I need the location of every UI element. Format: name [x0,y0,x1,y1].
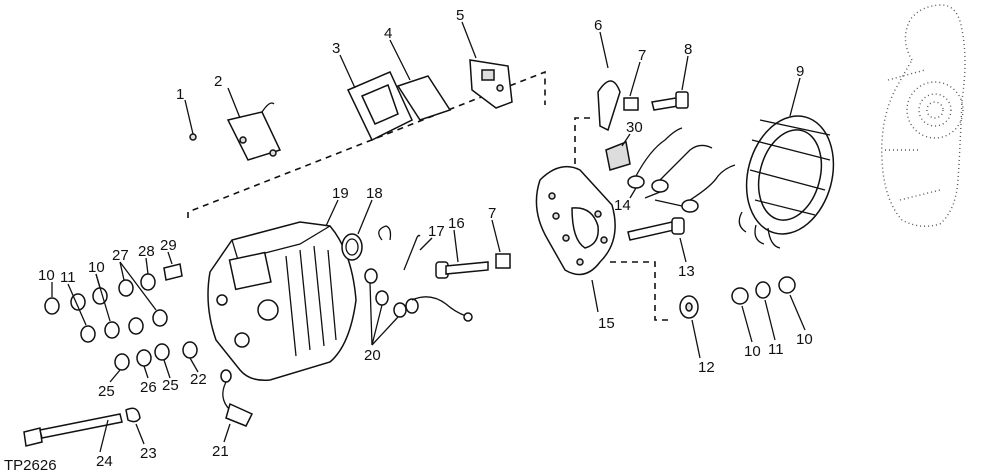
label-25: 25 [98,383,115,400]
part-bolt-8 [651,55,689,111]
label-23: 23 [140,445,157,462]
label-24: 24 [96,453,113,470]
part-bushings-20 [364,268,473,346]
label-26: 26 [140,379,157,396]
part-bracket-4 [389,39,452,121]
part-lead-21 [220,369,254,443]
part-washer-12 [679,295,701,359]
figure-code: TP2626 [4,457,57,474]
part-screw-1 [184,99,197,141]
part-terminal-6 [597,31,621,132]
part-diodes-14 [627,127,736,213]
label-11-right: 11 [768,341,784,358]
label-7: 7 [638,47,646,64]
part-nut-7-lower [491,219,511,269]
label-17: 17 [428,223,445,240]
label-13: 13 [678,263,695,280]
label-3: 3 [332,40,340,57]
label-19: 19 [332,185,349,202]
part-housing-19 [207,199,357,382]
label-6: 6 [594,17,602,34]
label-30: 30 [626,119,643,136]
label-28: 28 [138,243,155,260]
label-10-left-b: 10 [88,259,105,276]
label-4: 4 [384,25,392,42]
label-18: 18 [366,185,383,202]
label-12: 12 [698,359,715,376]
part-regulator-5 [461,21,513,109]
part-cover-2 [226,87,282,161]
part-clip-23 [125,407,145,445]
part-bolt-24 [23,413,123,453]
label-5: 5 [456,7,464,24]
label-2: 2 [214,73,222,90]
part-stator-9 [738,77,835,249]
label-10-right: 10 [744,343,761,360]
label-14: 14 [614,197,631,214]
label-10-right-b: 10 [796,331,813,348]
part-diode-30 [605,133,631,171]
label-9: 9 [796,63,804,80]
label-20: 20 [364,347,381,364]
label-16: 16 [448,215,465,232]
part-seal-18 [341,199,373,261]
label-29: 29 [160,237,177,254]
label-8: 8 [684,41,692,58]
label-15: 15 [598,315,615,332]
label-21: 21 [212,443,229,460]
assembly-guide-lines [187,70,670,321]
label-10-left: 10 [38,267,55,284]
part-leads-17 [378,225,433,271]
part-hardware-left [44,251,199,383]
ghost-mount-outline [881,4,966,227]
label-1: 1 [176,86,184,103]
part-bolt-13 [627,217,687,263]
label-7-lower: 7 [488,205,496,222]
part-bolt-16 [435,229,489,279]
part-nut-7-upper [623,61,641,111]
label-22: 22 [190,371,207,388]
part-nuts-right [731,276,806,343]
label-27: 27 [112,247,129,264]
callout-labels: 1 2 3 4 5 6 7 8 9 30 19 18 17 16 7 14 10… [4,7,813,474]
label-11-left: 11 [60,269,76,286]
label-25-b: 25 [162,377,179,394]
part-gasket-3 [339,54,413,142]
part-rectifier-15 [535,165,616,313]
